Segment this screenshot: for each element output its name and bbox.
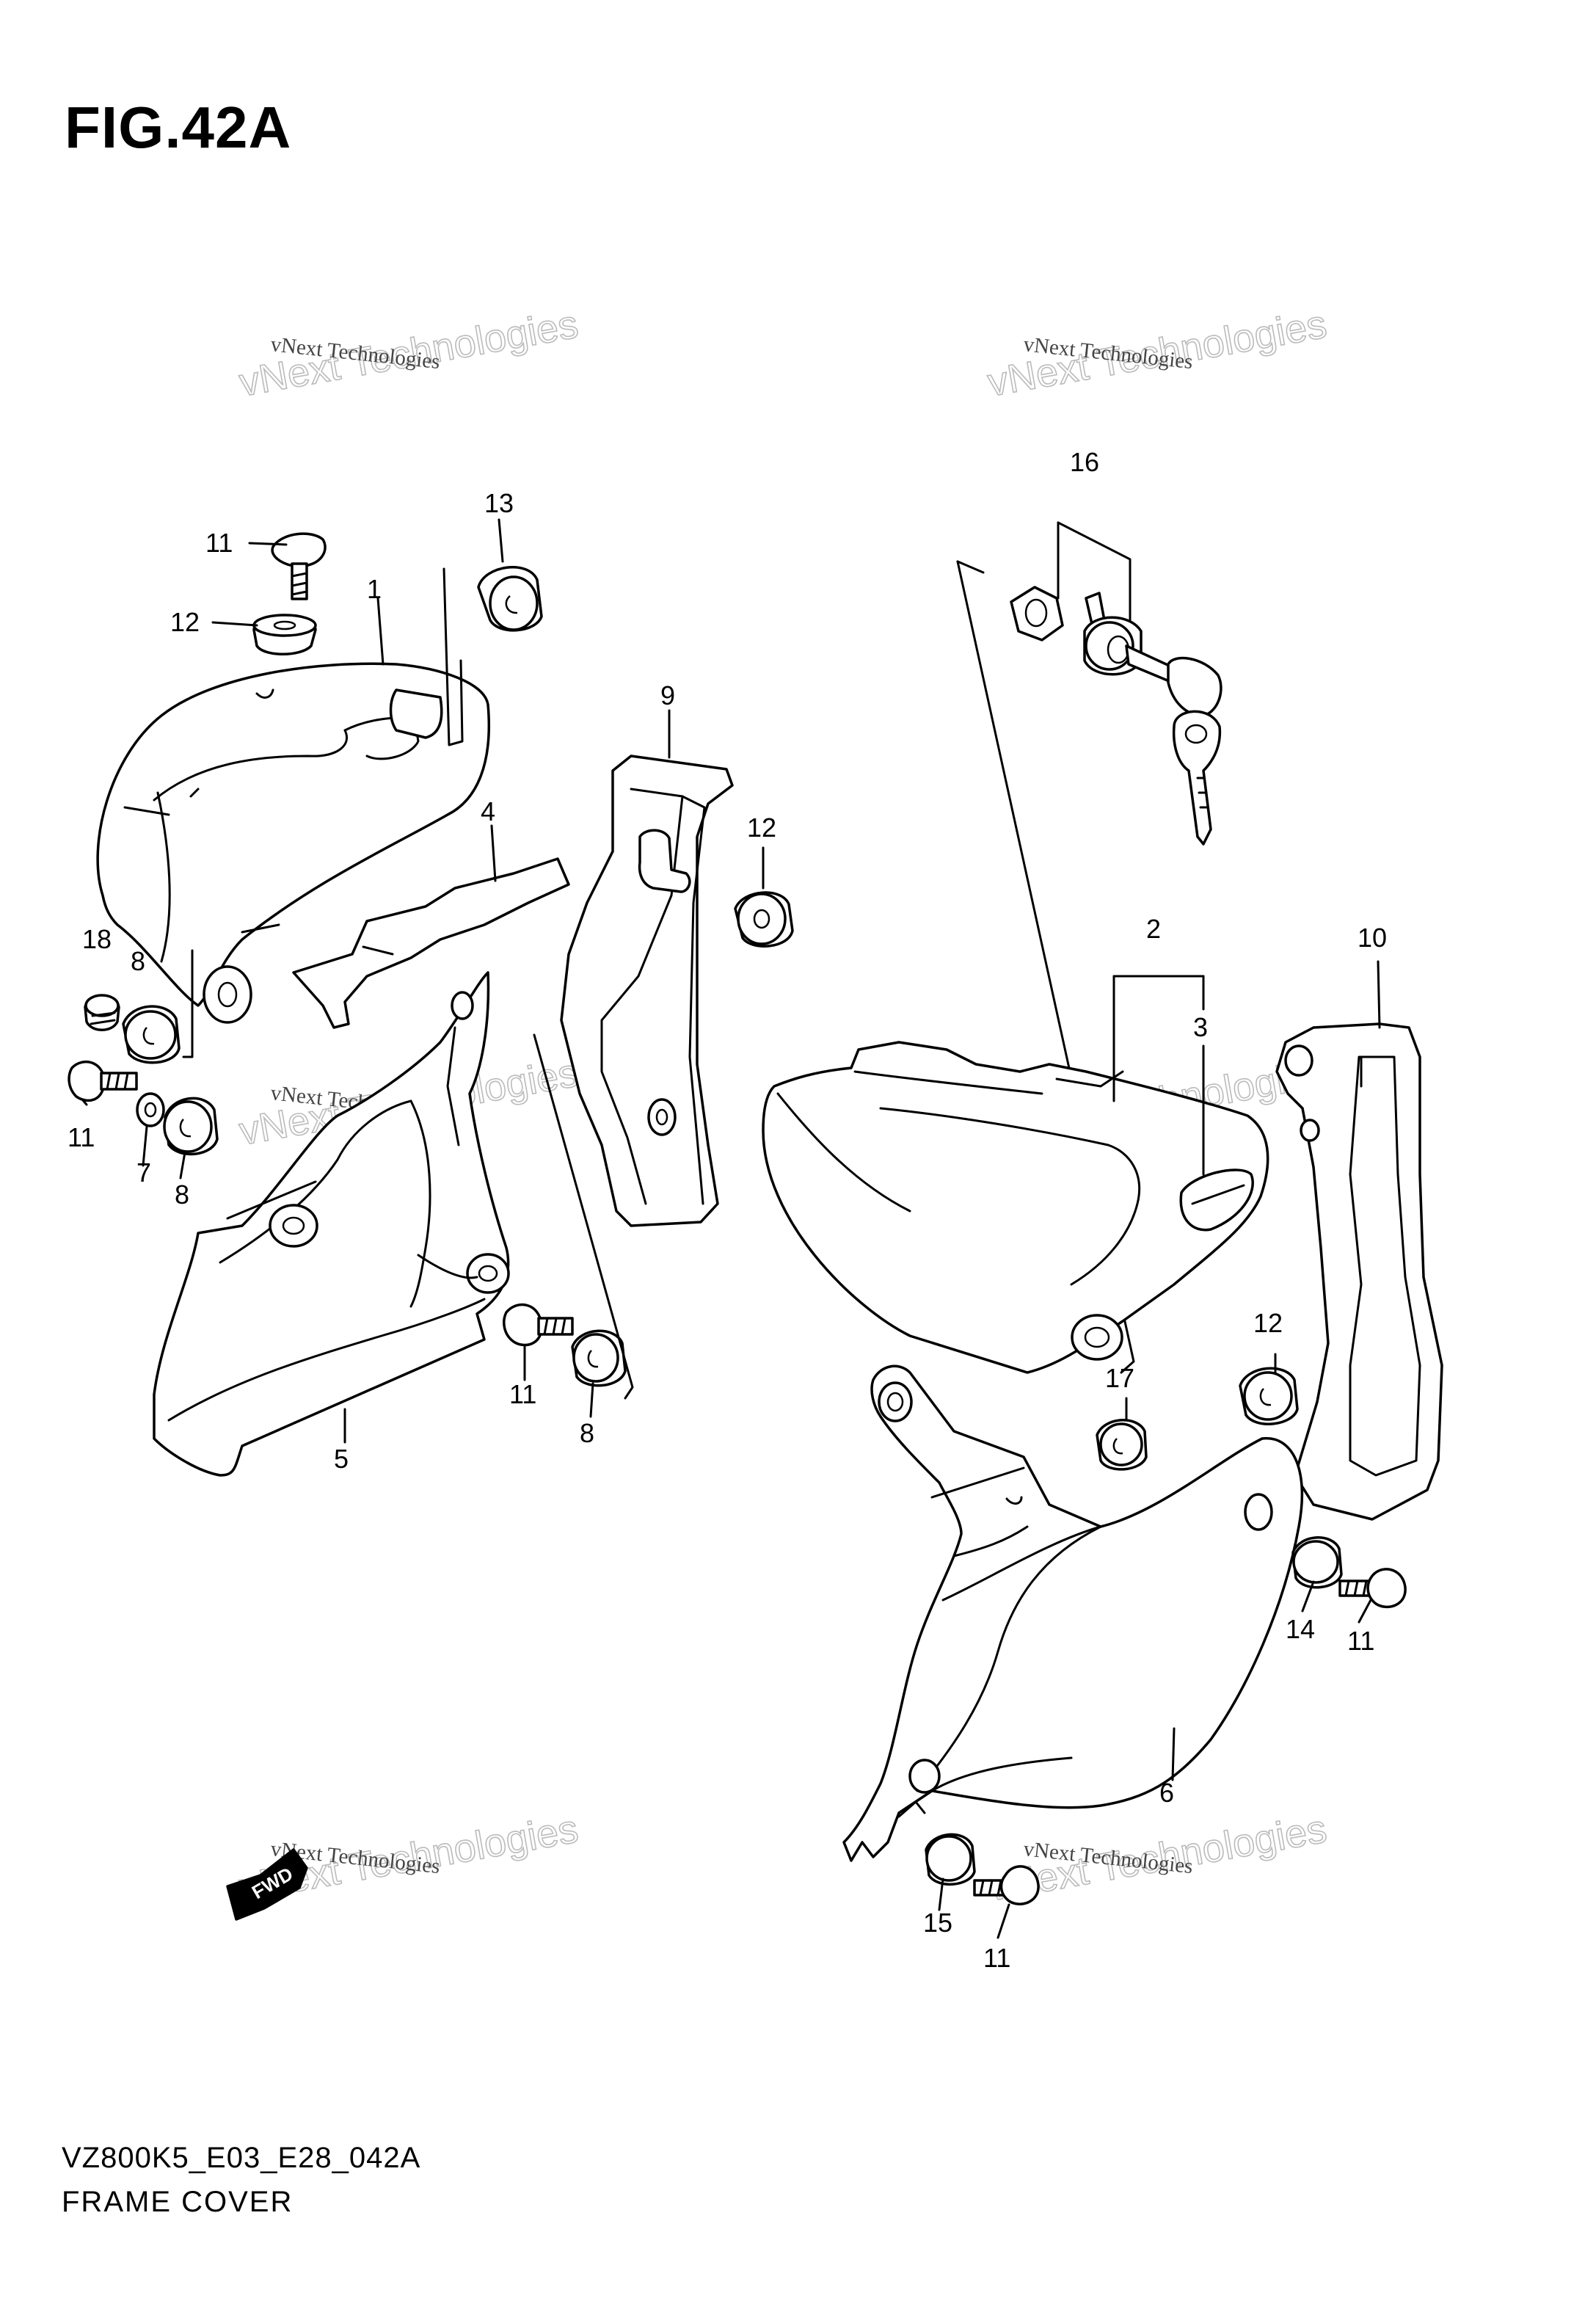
part-9-bracket[interactable] [560,755,734,1227]
watermark-2: vNext Technologies vNext Technologies [984,302,1330,406]
callout-11: 11 [205,528,233,558]
callout-11-lower: 11 [509,1379,536,1409]
callout-14: 14 [1286,1614,1315,1644]
callout-5: 5 [334,1444,349,1474]
part-11-bolt-bottom[interactable] [973,1865,1040,1905]
callout-11-middle: 11 [68,1122,95,1152]
fwd-arrow-icon: FWD [226,1848,308,1921]
callout-12-middle: 12 [747,813,776,843]
part-4-gasket[interactable] [292,857,570,1029]
callout-15: 15 [923,1908,952,1938]
part-13-cushion[interactable] [477,565,543,632]
callout-6: 6 [1159,1778,1174,1808]
callout-9: 9 [660,680,675,710]
callout-11-bottom: 11 [983,1943,1010,1973]
leader-diagonal-right-top [956,560,985,574]
callout-10: 10 [1358,923,1387,953]
part-16-lock-set[interactable] [1010,586,1222,846]
figure-title: FIG.42A [65,95,292,160]
part-11-bolt-lower-left[interactable] [503,1303,574,1347]
callout-7: 7 [136,1157,151,1188]
part-12-grommet-top-left[interactable] [252,614,317,655]
callout-4: 4 [481,796,495,826]
callout-12-right: 12 [1253,1308,1283,1338]
part-11-bolt-right[interactable] [1338,1568,1407,1609]
callout-8-lower: 8 [580,1418,594,1448]
part-8-cushion-middle-left[interactable] [163,1097,219,1156]
callout-1: 1 [367,574,382,604]
callout-leaders [81,518,1381,1939]
figure-name: FRAME COVER [62,2186,294,2218]
part-11-bolt-middle-left[interactable] [68,1060,138,1102]
part-14-cushion[interactable] [1291,1536,1343,1589]
callout-2: 2 [1146,914,1161,944]
part-5-frame-cover-lower-left[interactable] [153,971,510,1477]
callout-12: 12 [170,607,200,637]
part-8-cushion-upper-left[interactable] [122,1005,181,1064]
callout-3: 3 [1193,1012,1208,1042]
part-2-frame-cover-upper-right[interactable] [762,1041,1269,1374]
part-12-grommet-middle[interactable] [734,891,794,948]
figure-model-code: VZ800K5_E03_E28_042A [62,2142,421,2174]
leader-diagonal-left [533,1033,634,1400]
part-6-frame-cover-lower-right[interactable] [842,1364,1304,1862]
part-1-frame-cover-upper-left[interactable] [96,662,491,1024]
leader-diagonal-right [956,560,1135,1374]
leader-16-right [1057,521,1132,622]
callout-16: 16 [1070,447,1099,477]
leader-8-18 [182,949,194,1058]
callout-8-middle: 8 [175,1179,189,1210]
part-17-grommet[interactable] [1096,1419,1148,1471]
callout-labels: 11 12 1 13 9 4 12 18 8 11 7 8 5 11 8 16 … [68,447,1387,1973]
part-10-bracket[interactable] [1275,1022,1443,1521]
part-12-grommet-right[interactable] [1239,1367,1299,1425]
watermark-1: vNext Technologies vNext Technologies [236,302,582,406]
callout-13: 13 [484,488,514,518]
part-18-cap[interactable] [84,994,120,1031]
callout-11-right: 11 [1347,1626,1374,1656]
part-15-cushion[interactable] [925,1833,976,1886]
leader-13 [442,567,464,746]
part-7-washer[interactable] [136,1092,165,1127]
part-8-cushion-lower-left[interactable] [571,1329,627,1387]
callout-17: 17 [1105,1363,1134,1393]
part-11-bolt-top-left[interactable] [271,532,327,600]
callout-8-upper: 8 [131,946,145,976]
callout-18: 18 [82,924,112,954]
